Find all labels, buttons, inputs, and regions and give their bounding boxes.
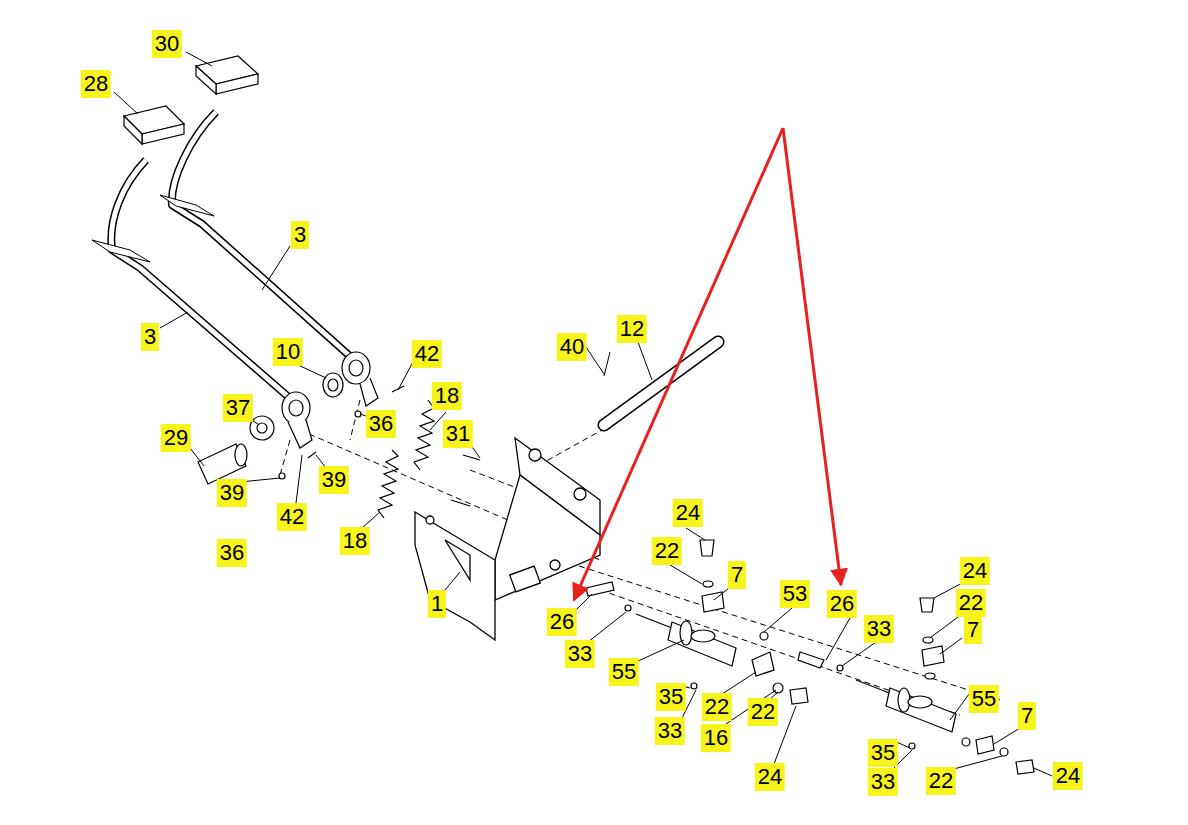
callout-number: 39 xyxy=(217,479,247,507)
callout-number: 16 xyxy=(701,724,731,752)
shaft xyxy=(604,342,718,425)
master-cylinders xyxy=(586,540,1034,774)
bracket xyxy=(415,438,600,640)
callout-number: 42 xyxy=(412,340,442,368)
callout-number: 7 xyxy=(964,616,982,644)
callout-number: 33 xyxy=(565,640,595,668)
callout-number: 36 xyxy=(366,410,396,438)
callout-number: 22 xyxy=(956,589,986,617)
callout-number: 29 xyxy=(161,424,191,452)
leader-lines xyxy=(114,52,1052,776)
callout-number: 3 xyxy=(291,221,309,249)
callout-number: 36 xyxy=(217,539,247,567)
callout-number: 26 xyxy=(827,590,857,618)
callout-number: 35 xyxy=(656,683,686,711)
callout-number: 55 xyxy=(609,658,639,686)
pedal-arms xyxy=(92,112,352,400)
pedal-pads xyxy=(124,56,258,144)
callout-number: 31 xyxy=(443,420,473,448)
callout-number: 55 xyxy=(969,685,999,713)
callout-number: 22 xyxy=(702,693,732,721)
callout-number: 35 xyxy=(868,739,898,767)
callout-number: 37 xyxy=(223,394,253,422)
callout-number: 18 xyxy=(432,382,462,410)
callout-number: 24 xyxy=(960,557,990,585)
callout-number: 40 xyxy=(557,333,587,361)
callout-number: 26 xyxy=(547,608,577,636)
callout-number: 18 xyxy=(340,527,370,555)
callout-number: 42 xyxy=(277,503,307,531)
callout-number: 39 xyxy=(319,466,349,494)
callout-number: 10 xyxy=(273,338,303,366)
callout-number: 28 xyxy=(81,70,111,98)
callout-number: 22 xyxy=(652,537,682,565)
callout-number: 7 xyxy=(728,561,746,589)
callout-number: 24 xyxy=(1053,762,1083,790)
callout-number: 30 xyxy=(152,30,182,58)
callout-number: 33 xyxy=(864,615,894,643)
callout-number: 24 xyxy=(673,499,703,527)
callout-number: 22 xyxy=(748,698,778,726)
callout-number: 33 xyxy=(655,717,685,745)
red-arrows xyxy=(574,128,841,600)
callout-number: 33 xyxy=(868,768,898,796)
callout-number: 24 xyxy=(755,763,785,791)
callout-number: 22 xyxy=(926,767,956,795)
callout-number: 3 xyxy=(141,323,159,351)
callout-number: 7 xyxy=(1018,702,1036,730)
callout-number: 12 xyxy=(617,315,647,343)
callout-number: 1 xyxy=(428,590,446,618)
callout-number: 53 xyxy=(780,580,810,608)
